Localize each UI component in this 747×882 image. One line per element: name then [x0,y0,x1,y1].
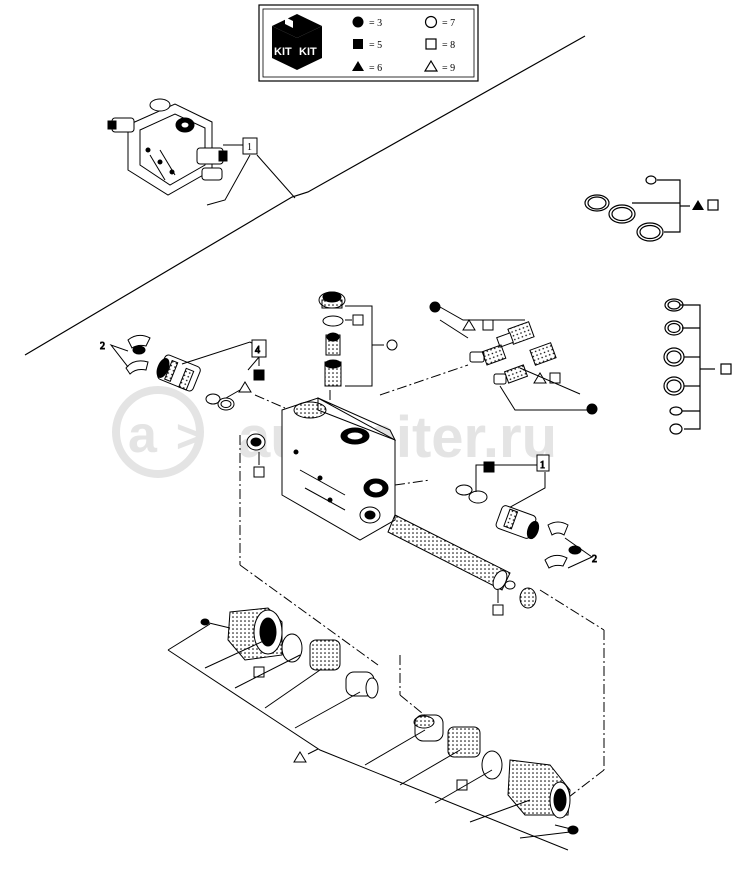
hollow-square-icon [492,604,504,616]
filled-square-icon [483,461,495,473]
hollow-square-icon [352,314,364,326]
lower-fan-leaders [167,623,571,851]
filled-triangle-icon [692,200,704,210]
callout-1-right-label: 1 [540,460,545,471]
callout-ref-1: 1 [206,137,296,206]
valve-body [246,397,397,541]
hollow-triangle-icon [238,381,252,393]
right-relief-valve-group: 1 2 [455,454,598,569]
oring-kit-small [584,175,719,242]
hollow-square-icon [253,666,265,678]
left-relief-valve-group: 2 4 [100,334,267,411]
legend-value-filled-triangle: = 6 [369,63,382,74]
hollow-circle-icon [424,15,438,29]
svg-text:a: a [128,406,158,464]
callout-2-left-label: 2 [100,341,105,352]
filled-square-icon [253,369,265,381]
filled-circle-icon [586,403,598,415]
hollow-square-icon [425,38,437,50]
filled-circle-icon [352,16,364,28]
callout-4-label: 4 [255,345,260,356]
hollow-square-icon [482,319,494,331]
callout-2-right-label: 2 [592,554,597,565]
kit-legend: KIT KIT = 3 = 7 = 5 = 8 = 6 = 9 [258,4,479,82]
filled-square-icon [353,39,363,49]
hollow-square-icon [707,199,719,211]
hollow-triangle-icon [423,59,439,72]
hollow-triangle-icon [293,751,307,763]
right-upper-plugs [429,301,598,415]
lower-cap-left [200,607,379,699]
kit-label-left: KIT [274,46,292,58]
kit-label-right: KIT [299,46,317,58]
svg-text:>: > [176,410,203,462]
valve-assembly-thumbnail [107,98,228,196]
kit-box-icon: KIT KIT [272,14,322,70]
spool [387,514,537,616]
hollow-triangle-icon [462,319,476,331]
oring-kit-column [663,298,732,435]
lower-cap-right [413,714,579,835]
callout-1-label: 1 [247,142,252,153]
filled-triangle-icon [352,61,364,71]
legend-value-filled-square: = 5 [369,40,382,51]
legend-value-hollow-triangle: = 9 [442,63,455,74]
section-divider-line [24,35,586,356]
legend-value-filled-circle: = 3 [369,18,382,29]
top-plug-group [318,291,398,387]
legend-value-hollow-circle: = 7 [442,18,455,29]
hollow-circle-icon [386,339,398,351]
filled-circle-icon [429,301,441,313]
legend-value-hollow-square: = 8 [442,40,455,51]
hollow-square-icon [720,363,732,375]
assembly-leader-lines [239,364,605,801]
hollow-square-icon [253,466,265,478]
